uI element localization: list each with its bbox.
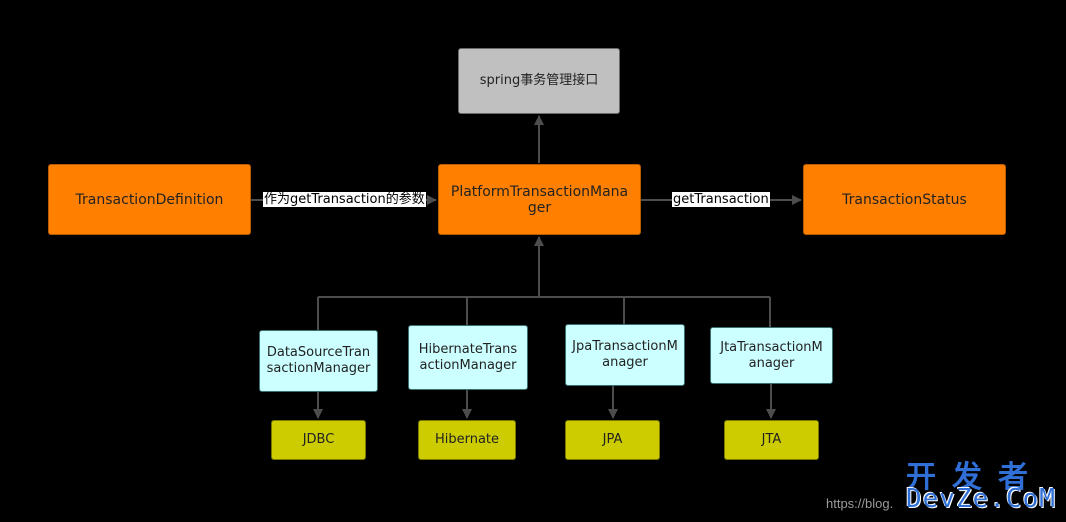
jta-label: JTA	[761, 432, 782, 447]
edge-label-definition-parameter: 作为getTransaction的参数	[263, 192, 426, 207]
jpa-label: JPA	[602, 432, 623, 447]
watermark-url: https://blog.	[826, 496, 894, 511]
platform-transaction-manager-box[interactable]: PlatformTransactionManager	[438, 164, 641, 235]
jpa-transaction-manager-label: JpaTransactionManager	[572, 339, 678, 370]
spring-transaction-interface-box[interactable]: spring事务管理接口	[458, 48, 620, 114]
jpa-transaction-manager-box[interactable]: JpaTransactionManager	[565, 324, 685, 386]
transaction-status-box[interactable]: TransactionStatus	[803, 164, 1006, 235]
jta-box[interactable]: JTA	[724, 420, 819, 460]
jdbc-box[interactable]: JDBC	[271, 420, 366, 460]
edge-label-get-transaction: getTransaction	[672, 192, 770, 207]
watermark-logo-cn: 开发者	[906, 460, 1044, 495]
jta-transaction-manager-label: JtaTransactionManager	[720, 339, 823, 371]
hibernate-box[interactable]: Hibernate	[418, 420, 516, 460]
hibernate-transaction-manager-box[interactable]: HibernateTransactionManager	[408, 325, 528, 390]
datasource-transaction-manager-label: DataSourceTransactionManager	[266, 345, 371, 376]
jta-transaction-manager-box[interactable]: JtaTransactionManager	[710, 327, 833, 384]
jpa-box[interactable]: JPA	[565, 420, 660, 460]
spring-transaction-interface-label: spring事务管理接口	[479, 73, 599, 88]
hibernate-label: Hibernate	[434, 432, 500, 447]
transaction-definition-box[interactable]: TransactionDefinition	[48, 164, 251, 235]
hibernate-transaction-manager-label: HibernateTransactionManager	[418, 341, 518, 373]
platform-transaction-manager-label: PlatformTransactionManager	[450, 183, 629, 216]
transaction-status-label: TransactionStatus	[842, 191, 967, 208]
datasource-transaction-manager-box[interactable]: DataSourceTransactionManager	[259, 330, 378, 392]
transaction-definition-label: TransactionDefinition	[75, 191, 224, 208]
jdbc-label: JDBC	[302, 432, 335, 447]
watermark-logo-en: DevZe.CoM	[906, 484, 1056, 514]
